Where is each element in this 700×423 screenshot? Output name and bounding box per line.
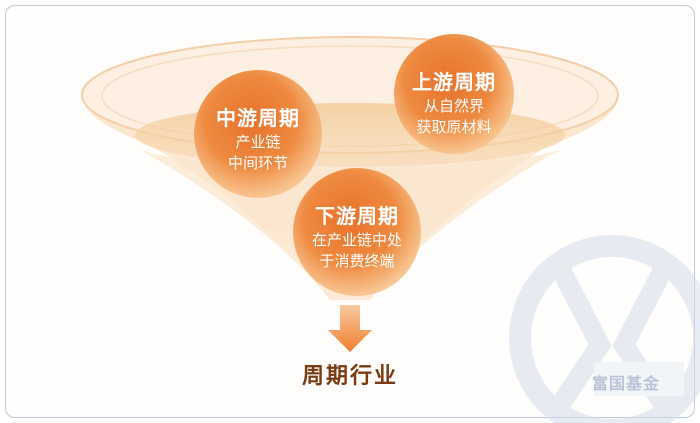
midstream-title: 中游周期 — [178, 102, 338, 131]
downstream-label: 下游周期 在产业链中处 于消费终端 — [277, 200, 437, 271]
upstream-desc-2: 获取原材料 — [374, 118, 534, 137]
upstream-desc-1: 从自然界 — [374, 97, 534, 116]
downstream-desc-1: 在产业链中处 — [277, 231, 437, 250]
midstream-label: 中游周期 产业链 中间环节 — [178, 102, 338, 173]
upstream-title: 上游周期 — [374, 66, 534, 95]
fullgoal-logo-watermark — [520, 246, 700, 423]
downstream-desc-2: 于消费终端 — [277, 252, 437, 271]
midstream-desc-1: 产业链 — [178, 133, 338, 152]
down-arrow-icon — [328, 305, 372, 352]
midstream-desc-2: 中间环节 — [178, 154, 338, 173]
watermark-text: 富国基金 — [592, 370, 692, 394]
downstream-title: 下游周期 — [277, 200, 437, 229]
upstream-label: 上游周期 从自然界 获取原材料 — [374, 66, 534, 137]
